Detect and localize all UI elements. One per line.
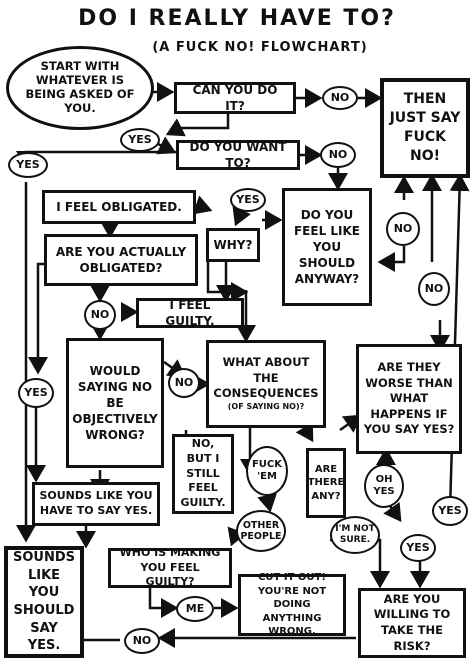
arrow (448, 173, 470, 511)
why-box: WHY? (206, 228, 260, 262)
oh-yes-oval: OH YES (364, 464, 404, 508)
sounds-like-should-box: SOUNDS LIKE YOU SHOULD SAY YES. (4, 546, 84, 658)
yes-oval-5: YES (432, 496, 468, 526)
chart-title: DO I REALLY HAVE TO? (78, 6, 396, 31)
objectively-wrong-box: WOULD SAYING NO BE OBJECTIVELY WRONG? (66, 338, 164, 468)
arrow (257, 493, 277, 513)
sounds-like-have-box: SOUNDS LIKE YOU HAVE TO SAY YES. (32, 482, 160, 526)
who-making-guilty-box: WHO IS MAKING YOU FEEL GUILTY? (108, 546, 232, 588)
no-oval-3: NO (386, 212, 420, 246)
arrow (148, 588, 179, 618)
are-there-any-box: ARE THERE ANY? (306, 448, 346, 518)
no-oval-right: NO (418, 272, 450, 306)
yes-oval-3: YES (18, 378, 54, 408)
feel-guilty-box: I FEEL GUILTY. (136, 298, 244, 328)
no-oval-2: NO (320, 142, 356, 168)
no-oval-1: NO (322, 86, 358, 110)
arrow (192, 195, 213, 215)
no-oval-6: NO (124, 628, 160, 654)
yes-oval-left: YES (8, 152, 48, 178)
arrow (377, 246, 406, 272)
no-oval-5: NO (168, 368, 200, 398)
worse-than-box: ARE THEY WORSE THAN WHAT HAPPENS IF YOU … (356, 344, 462, 454)
feel-like-you-should-box: DO YOU FEEL LIKE YOU SHOULD ANYWAY? (282, 188, 372, 306)
still-feel-guilty-box: NO, BUT I STILL FEEL GUILTY. (172, 434, 234, 514)
yes-oval-2: YES (230, 188, 266, 212)
start-node: START WITH WHATEVER IS BEING ASKED OF YO… (6, 46, 154, 130)
arrow (165, 112, 230, 137)
do-you-want-to-box: DO YOU WANT TO? (176, 140, 300, 170)
actually-obligated-box: ARE YOU ACTUALLY OBLIGATED? (44, 234, 198, 286)
consequences-label: WHAT ABOUT THE CONSEQUENCES (213, 355, 319, 401)
can-you-do-it-box: CAN YOU DO IT? (174, 82, 296, 114)
arrow (16, 150, 176, 169)
arrow (156, 136, 177, 155)
consequences-sub-label: (OF SAYING NO)? (227, 401, 305, 411)
not-sure-oval: I'M NOT SURE. (330, 516, 380, 554)
feel-obligated-box: I FEEL OBLIGATED. (42, 190, 196, 224)
chart-subtitle: (A FUCK NO! FLOWCHART) (152, 40, 368, 55)
cut-it-out-box: CUT IT OUT! YOU'RE NOT DOING ANYTHING WR… (238, 572, 346, 637)
other-people-oval: OTHER PEOPLE (236, 510, 286, 552)
consequences-box: WHAT ABOUT THE CONSEQUENCES (OF SAYING N… (206, 340, 326, 428)
me-oval: ME (176, 596, 214, 622)
say-fuck-no-box: THEN JUST SAY FUCK NO! (380, 78, 470, 178)
fuck-em-oval: FUCK 'EM (246, 446, 288, 496)
no-oval-4: NO (84, 300, 116, 330)
willing-to-risk-box: ARE YOU WILLING TO TAKE THE RISK? (358, 588, 466, 658)
yes-oval-1: YES (120, 128, 160, 152)
yes-oval-4: YES (400, 534, 436, 562)
